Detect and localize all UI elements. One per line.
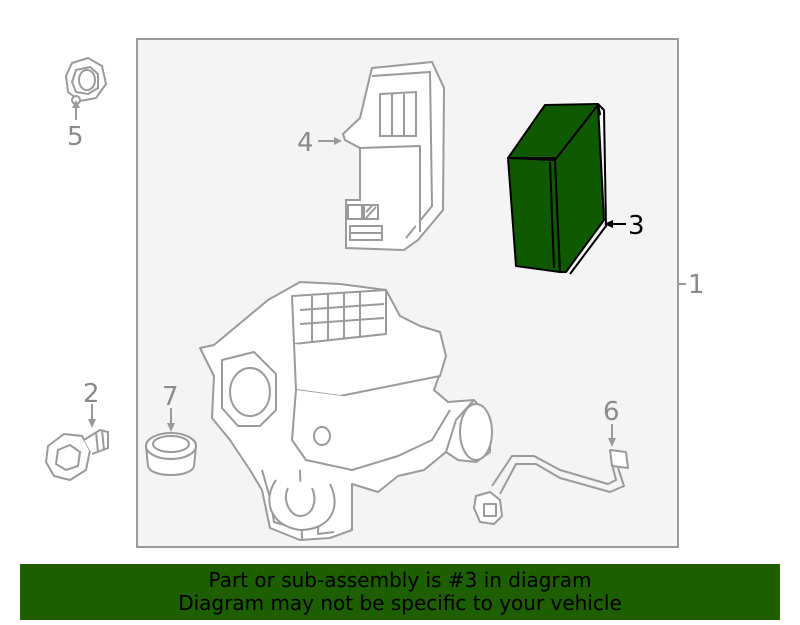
callout-4-label: 4 [297,128,314,158]
callout-5-label: 5 [67,122,84,152]
callout-7-label: 7 [162,382,179,412]
part-4-bracket[interactable] [341,60,446,252]
part-7-cap[interactable] [145,432,197,476]
callout-1-label: 1 [688,270,705,300]
callout-3-label: 3 [628,211,645,241]
air-box-housing [199,281,493,541]
callout-5-arrow [72,100,80,108]
part-5-nut[interactable] [64,56,108,105]
callout-7-arrow [167,423,175,432]
part-6-sensor[interactable] [473,449,629,525]
parts-diagram: 1 5 4 3 [44,38,705,548]
banner-line-2: Diagram may not be specific to your vehi… [178,591,622,615]
callout-4-arrow [334,137,342,145]
callout-2-arrow [88,419,96,428]
part-3-air-filter[interactable] [507,103,607,275]
callout-2-label: 2 [83,379,100,409]
banner-line-1: Part or sub-assembly is #3 in diagram [208,568,592,592]
callout-3-arrow [604,220,613,228]
part-2-bolt[interactable] [44,428,109,482]
callout-6-arrow [608,438,616,447]
callout-6-label: 6 [603,397,620,427]
notice-banner: Part or sub-assembly is #3 in diagram Di… [20,564,780,620]
